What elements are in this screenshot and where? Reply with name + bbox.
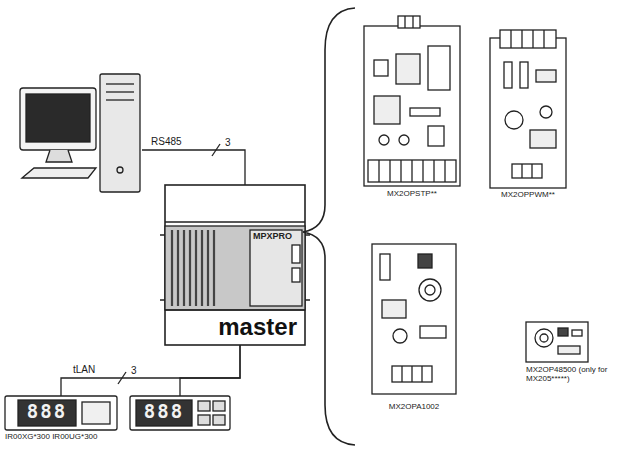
display-body <box>5 396 117 430</box>
option-board <box>526 322 588 362</box>
display-digits: 888 <box>18 401 76 423</box>
computer <box>12 70 142 195</box>
part-number: MX2OPSTP** <box>362 189 462 198</box>
wire-count: 3 <box>130 365 138 376</box>
option-board <box>490 30 566 188</box>
controller-box: MPXPRO master <box>165 185 305 345</box>
controller-role: master <box>177 313 297 341</box>
monitor <box>20 88 96 150</box>
wire-count: 3 <box>224 137 232 148</box>
terminal-display: 888IR00XG*300 IR00UG*300 <box>5 396 117 430</box>
option-board: MX2OPPWM** <box>485 28 571 200</box>
controller-body <box>165 185 305 345</box>
bus-name: tLAN <box>72 364 96 375</box>
bus-name: RS485 <box>150 136 183 147</box>
cable <box>61 345 240 396</box>
display-digits: 888 <box>136 401 192 423</box>
option-board <box>372 244 456 394</box>
part-number: MX2OPPWM** <box>485 190 571 199</box>
brand-label: MPXPRO <box>253 231 303 241</box>
part-number: IR00XG*300 IR00UG*300 <box>5 432 130 441</box>
pc-tower <box>100 74 140 192</box>
terminal-display: 888 <box>130 396 230 430</box>
option-board: MX2OP48500 (only for MX205*****) <box>522 318 634 390</box>
option-board <box>364 16 460 186</box>
display-body <box>130 396 230 430</box>
curly-bracket <box>303 8 355 445</box>
option-board: MX2OPSTP** <box>362 16 462 201</box>
cable <box>180 345 240 396</box>
option-board: MX2OPA1002 <box>368 242 460 422</box>
part-number: MX2OPA1002 <box>368 402 460 411</box>
part-number: MX2OP48500 (only for MX205*****) <box>526 365 630 383</box>
screen <box>26 94 90 142</box>
cable <box>142 150 245 185</box>
controller-panel <box>165 226 305 310</box>
